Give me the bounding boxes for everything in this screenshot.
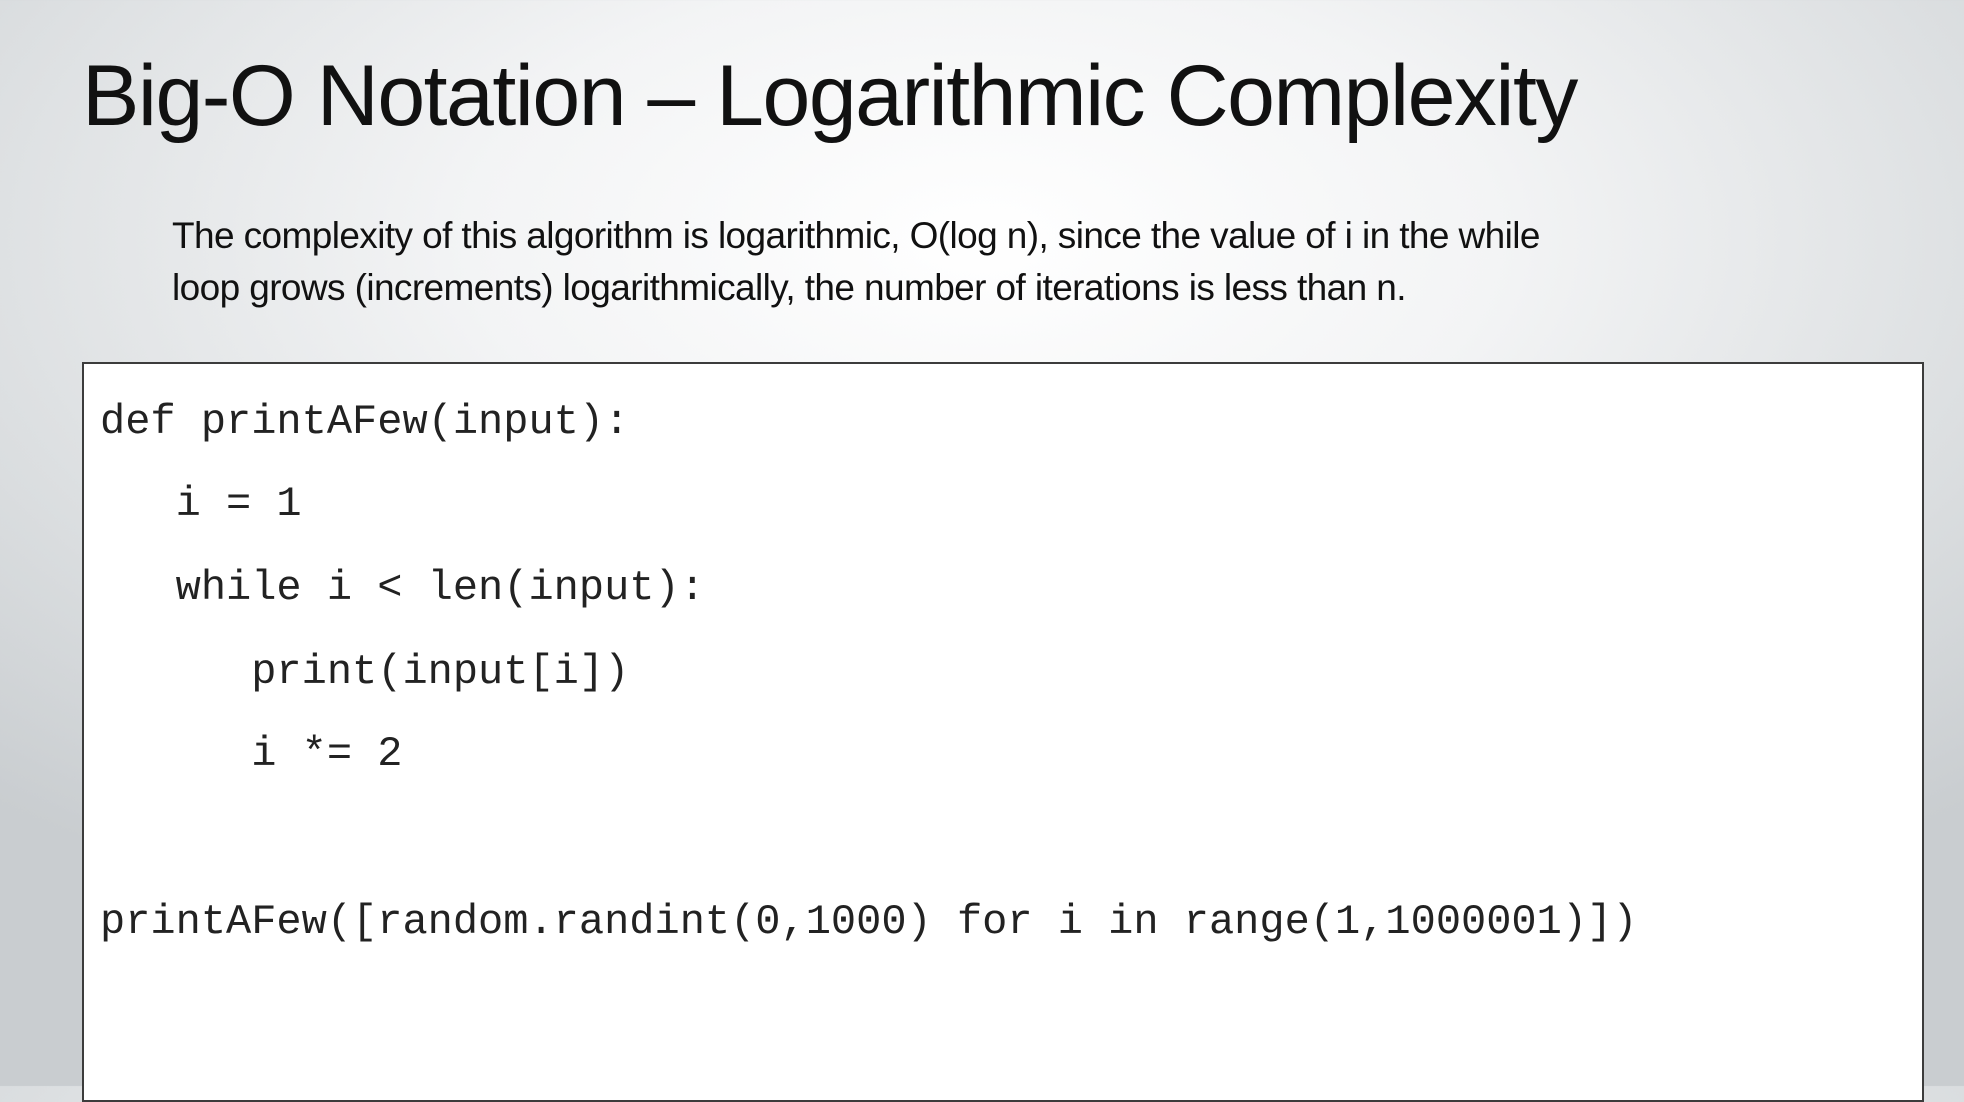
code-block: def printAFew(input): i = 1 while i < le… (82, 362, 1924, 1102)
slide-description: The complexity of this algorithm is loga… (172, 210, 1772, 314)
code-line-init: i = 1 (100, 480, 302, 528)
code-line-multiply: i *= 2 (100, 730, 403, 778)
code-line-while: while i < len(input): (100, 564, 705, 612)
code-line-print: print(input[i]) (100, 648, 630, 696)
description-line-2: loop grows (increments) logarithmically,… (172, 267, 1407, 308)
code-line-call: printAFew([random.randint(0,1000) for i … (100, 898, 1638, 946)
slide-title: Big-O Notation – Logarithmic Complexity (82, 48, 1578, 144)
description-line-1: The complexity of this algorithm is loga… (172, 215, 1540, 256)
code-line-def: def printAFew(input): (100, 398, 630, 446)
